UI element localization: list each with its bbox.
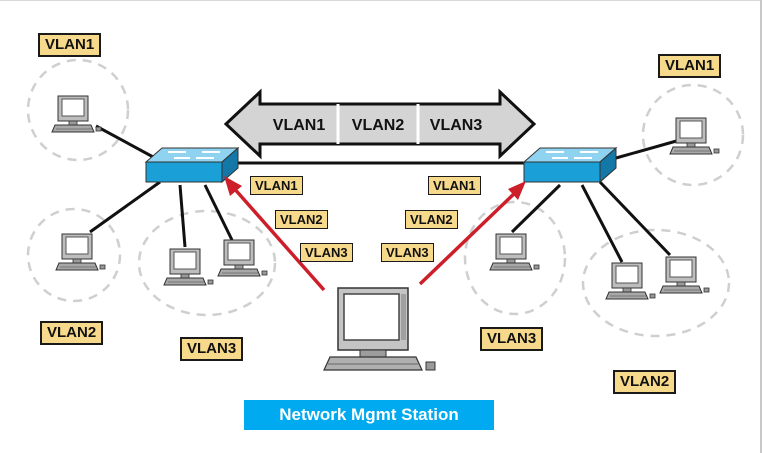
- right-link-tag-3: VLAN3: [381, 243, 434, 262]
- vlan-label-bottom-right: VLAN2: [613, 370, 677, 394]
- management-station-label: Network Mgmt Station: [244, 400, 494, 430]
- switch-right: [523, 147, 617, 183]
- pc-vlan1-right: [669, 117, 720, 155]
- right-link-tag-2: VLAN2: [405, 210, 458, 229]
- vlan3-group-right: [463, 200, 567, 316]
- pc-vlan1-left: [51, 95, 102, 133]
- vlan1-group-left: [26, 58, 130, 162]
- vlan2-group-left: [26, 207, 122, 303]
- trunk-segment-2: VLAN2: [352, 117, 405, 134]
- vlan-label-top-right: VLAN1: [658, 54, 722, 78]
- pc-vlan3-left-b: [217, 239, 268, 277]
- left-link-tag-1: VLAN1: [250, 176, 303, 195]
- pc-vlan2-right-b: [659, 256, 710, 294]
- management-arrows: [224, 176, 526, 292]
- pc-vlan2-left: [55, 233, 106, 271]
- vlan-label-right-vlan3: VLAN3: [480, 327, 544, 351]
- vlan-groups: [26, 58, 745, 338]
- right-link-tag-1: VLAN1: [428, 176, 481, 195]
- management-station-computer: [323, 287, 436, 371]
- vlan-label-top-left: VLAN1: [38, 33, 102, 57]
- vlan2-group-right: [581, 228, 731, 338]
- trunk-segment-1: VLAN1: [273, 117, 326, 134]
- vlan1-group-right: [641, 83, 745, 187]
- pc-vlan3-right: [489, 233, 540, 271]
- trunk-arrow: VLAN1 VLAN2 VLAN3: [223, 88, 537, 160]
- frame-right-border: [760, 0, 762, 453]
- frame-top-border: [0, 0, 762, 1]
- vlan-label-left-vlan3: VLAN3: [180, 337, 244, 361]
- switch-left: [145, 147, 239, 183]
- pc-vlan2-right-a: [605, 262, 656, 300]
- left-link-tag-3: VLAN3: [300, 243, 353, 262]
- trunk-segment-3: VLAN3: [430, 117, 483, 134]
- vlan-label-bottom-left: VLAN2: [40, 321, 104, 345]
- left-link-tag-2: VLAN2: [275, 210, 328, 229]
- vlan3-group-left: [137, 209, 277, 317]
- cables: [89, 124, 681, 263]
- pc-vlan3-left-a: [163, 248, 214, 286]
